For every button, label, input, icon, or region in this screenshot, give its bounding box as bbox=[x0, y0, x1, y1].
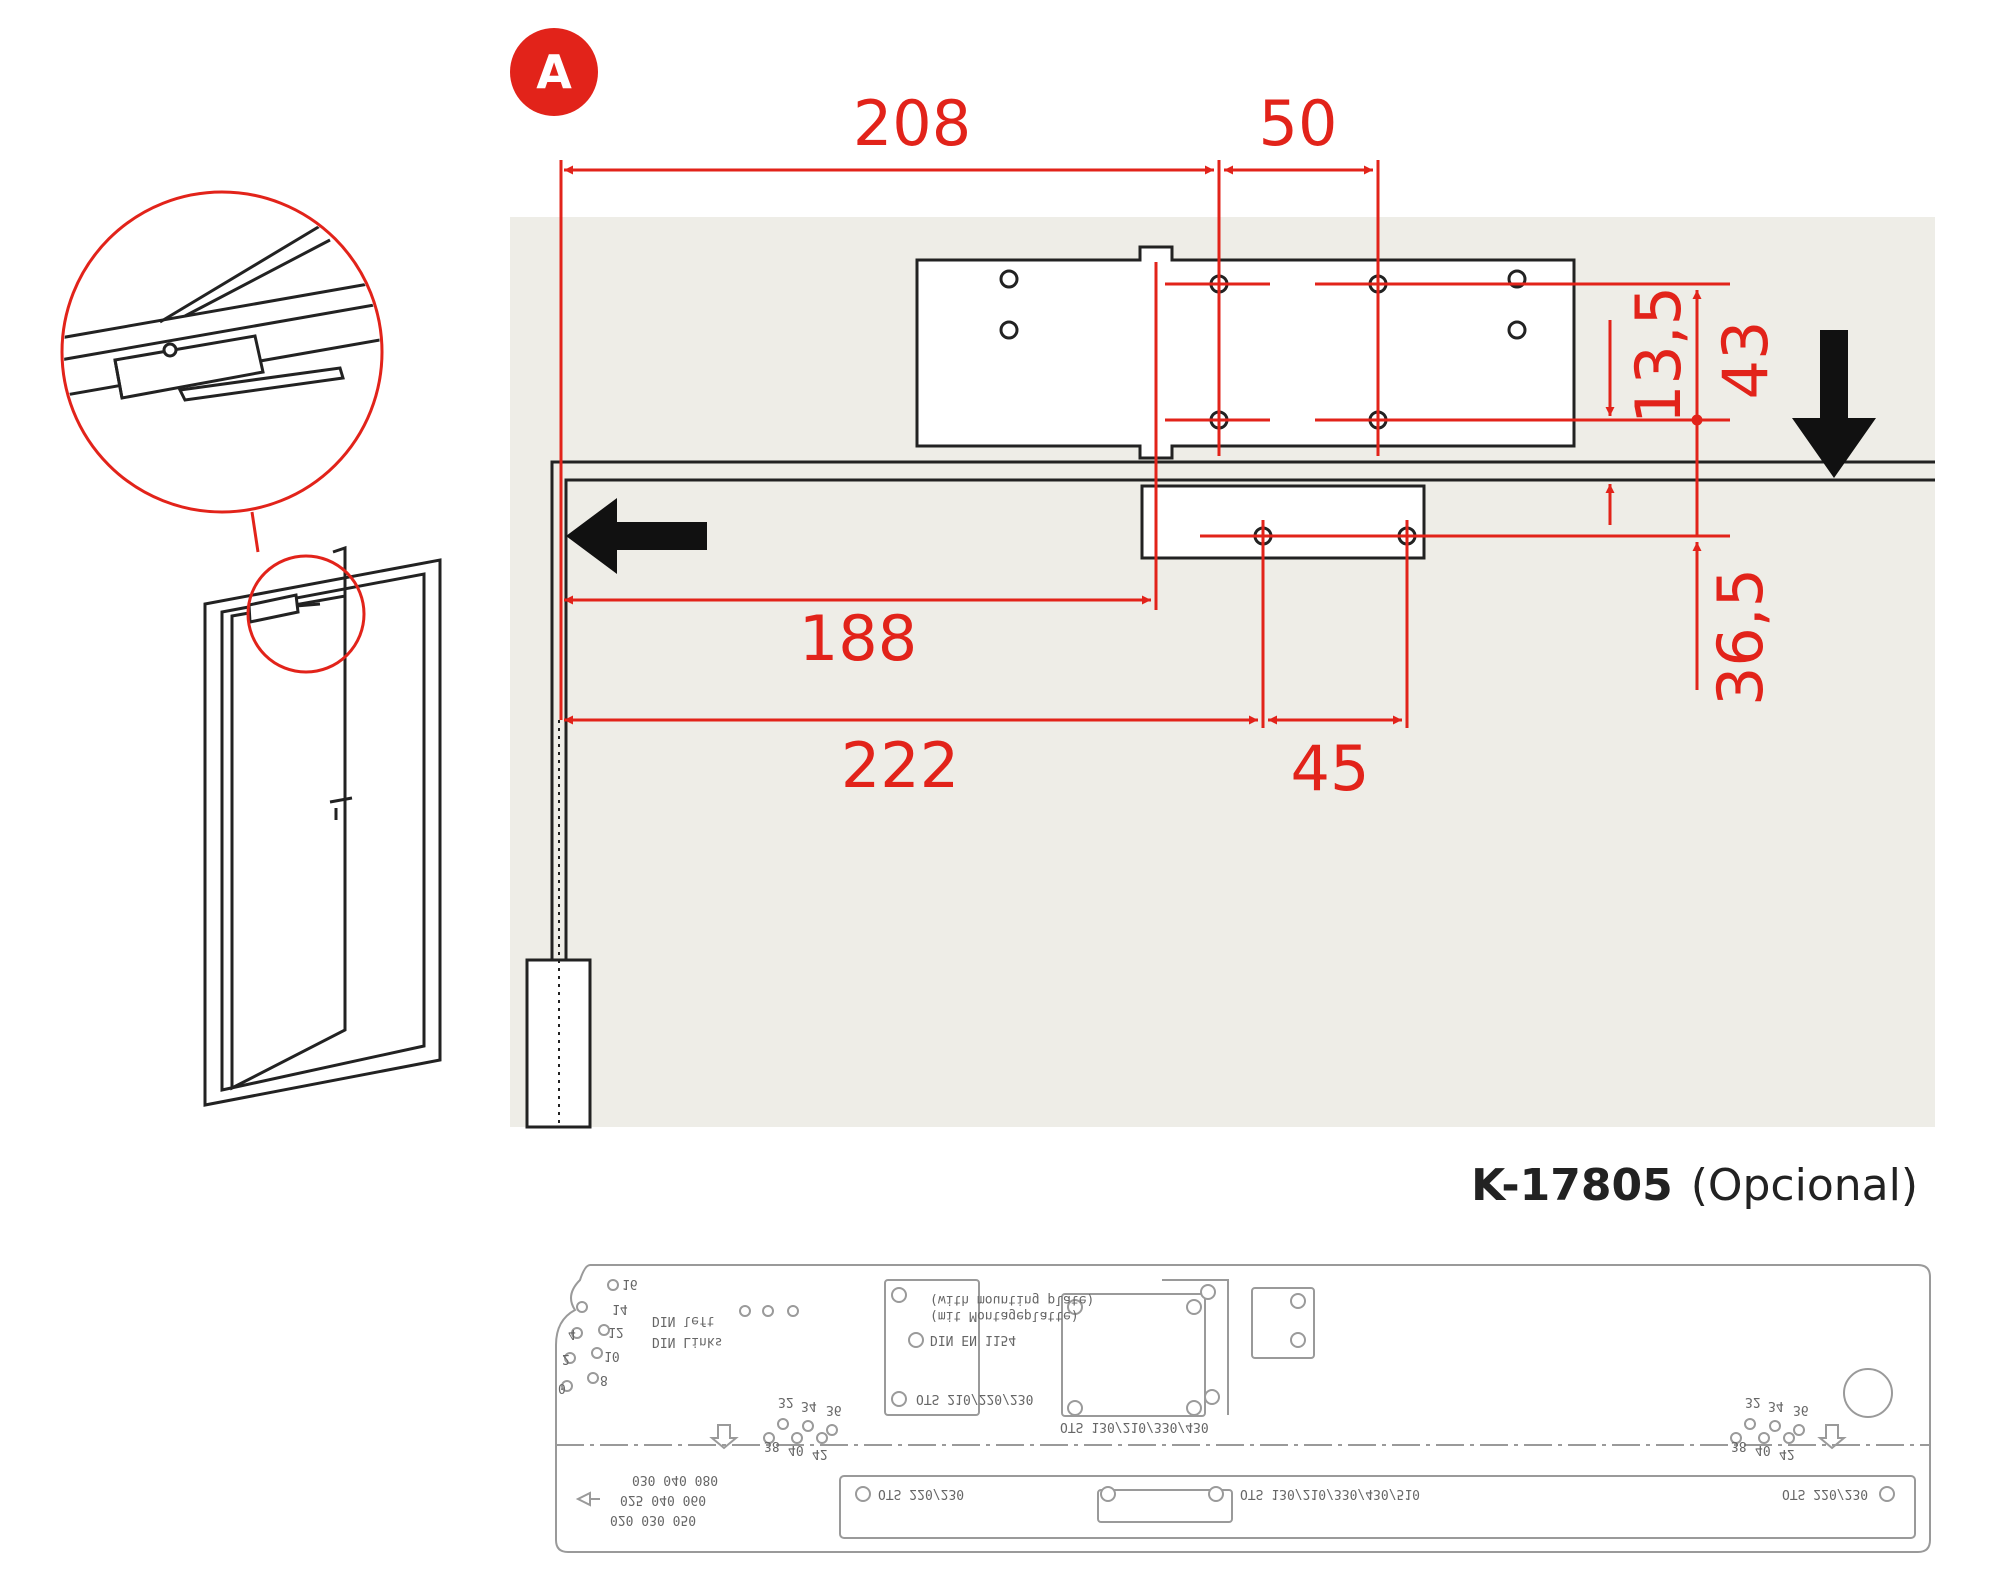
svg-text:40: 40 bbox=[1755, 1442, 1771, 1457]
svg-text:38: 38 bbox=[1731, 1438, 1747, 1453]
svg-text:(with mounting plate): (with mounting plate) bbox=[930, 1292, 1094, 1307]
badge-a: A bbox=[510, 28, 598, 116]
svg-text:32: 32 bbox=[778, 1394, 794, 1409]
svg-text:2: 2 bbox=[562, 1351, 570, 1366]
dim-50: 50 bbox=[1259, 87, 1338, 160]
svg-text:OTS 130/210/330/430/510: OTS 130/210/330/430/510 bbox=[1240, 1486, 1420, 1501]
product-title: K-17805 (Opcional) bbox=[1471, 1160, 1918, 1211]
svg-text:40: 40 bbox=[788, 1442, 804, 1457]
direction-arrow-left bbox=[566, 498, 707, 574]
dimension-lines bbox=[559, 160, 1730, 728]
dim-208: 208 bbox=[853, 87, 971, 160]
svg-text:OTS 220/230: OTS 220/230 bbox=[878, 1486, 964, 1501]
product-code: K-17805 bbox=[1471, 1160, 1673, 1211]
dim-222: 222 bbox=[841, 729, 959, 802]
dim-13-5: 13,5 bbox=[1622, 286, 1695, 424]
dim-188: 188 bbox=[799, 602, 917, 675]
svg-text:DIN left: DIN left bbox=[652, 1313, 715, 1328]
svg-text:DIN Links: DIN Links bbox=[652, 1334, 722, 1349]
svg-text:DIN EN 1154: DIN EN 1154 bbox=[930, 1332, 1016, 1347]
dim-36-5: 36,5 bbox=[1704, 568, 1777, 706]
svg-text:36: 36 bbox=[1793, 1402, 1809, 1417]
zoom-detail-circle bbox=[60, 190, 384, 514]
product-note: (Opcional) bbox=[1691, 1160, 1918, 1211]
dim-45: 45 bbox=[1291, 732, 1370, 805]
svg-text:32: 32 bbox=[1745, 1394, 1761, 1409]
svg-text:14: 14 bbox=[612, 1301, 628, 1316]
svg-text:025 040 060: 025 040 060 bbox=[620, 1492, 706, 1507]
svg-text:42: 42 bbox=[1779, 1446, 1795, 1461]
direction-arrow-down bbox=[1792, 330, 1876, 478]
svg-text:34: 34 bbox=[801, 1398, 817, 1413]
svg-text:A: A bbox=[536, 45, 572, 99]
dimension-labels: 208 50 188 222 45 13,5 43 36,5 bbox=[799, 87, 1782, 805]
svg-text:36: 36 bbox=[826, 1402, 842, 1417]
optional-mounting-plate bbox=[555, 1264, 1931, 1553]
svg-text:38: 38 bbox=[764, 1438, 780, 1453]
svg-text:030 040 080: 030 040 080 bbox=[632, 1472, 718, 1487]
svg-text:OTS 210/220/230: OTS 210/220/230 bbox=[916, 1391, 1033, 1406]
svg-text:020 030 050: 020 030 050 bbox=[610, 1512, 696, 1527]
plate-labels: 16 14 12 10 8 4 2 0 DIN left DIN Links (… bbox=[558, 1276, 1868, 1527]
svg-text:8: 8 bbox=[600, 1372, 608, 1387]
dim-43: 43 bbox=[1709, 321, 1782, 400]
door-illustration bbox=[60, 190, 442, 1107]
svg-text:42: 42 bbox=[812, 1446, 828, 1461]
svg-text:4: 4 bbox=[568, 1326, 576, 1341]
svg-text:(mit Montageplatte): (mit Montageplatte) bbox=[930, 1308, 1079, 1323]
svg-text:OTS 220/230: OTS 220/230 bbox=[1782, 1486, 1868, 1501]
svg-text:12: 12 bbox=[608, 1324, 624, 1339]
svg-text:0: 0 bbox=[558, 1380, 566, 1395]
arm-mounting-plate bbox=[1140, 484, 1426, 560]
svg-text:OTS 130/210/330/430: OTS 130/210/330/430 bbox=[1060, 1419, 1209, 1434]
svg-text:34: 34 bbox=[1768, 1398, 1784, 1413]
closer-mounting-plate bbox=[915, 245, 1576, 460]
svg-text:16: 16 bbox=[622, 1276, 638, 1291]
svg-text:10: 10 bbox=[604, 1348, 620, 1363]
hinge bbox=[525, 958, 592, 1129]
